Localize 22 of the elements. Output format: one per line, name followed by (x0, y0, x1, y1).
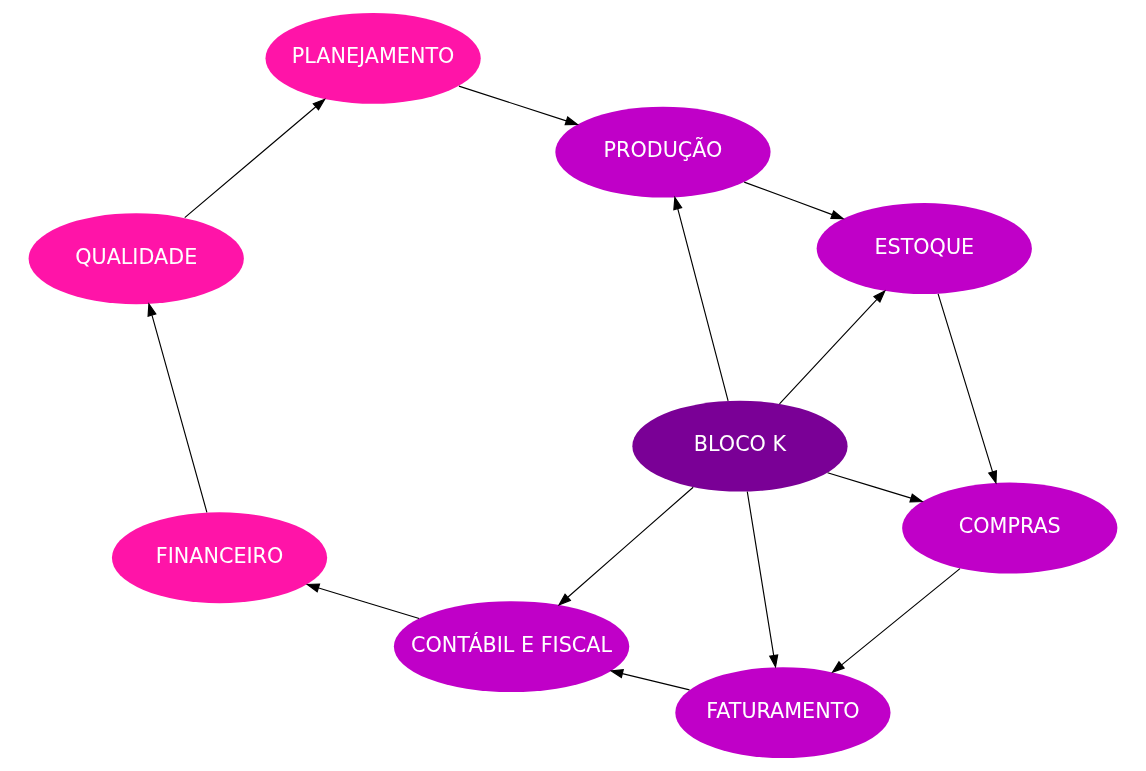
arrow (458, 85, 580, 126)
arrow (305, 583, 420, 620)
arrow (673, 195, 729, 402)
arrow (557, 486, 694, 607)
arrow (147, 302, 208, 513)
arrow (746, 491, 779, 669)
node-ellipse: BLOCO K (632, 400, 848, 492)
arrow (743, 181, 845, 220)
node-ellipse: QUALIDADE (28, 213, 244, 305)
node-ellipse: CONTÁBIL E FISCAL (393, 601, 630, 693)
node-ellipse: FATURAMENTO (675, 667, 891, 759)
node-ellipse: PLANEJAMENTO (265, 12, 481, 104)
node-ellipse: FINANCEIRO (111, 512, 328, 604)
node-ellipse: PRODUÇÃO (555, 106, 771, 198)
arrow (609, 669, 691, 691)
arrow (184, 98, 326, 219)
arrow (831, 568, 961, 674)
arrow (937, 293, 998, 485)
node-ellipse: ESTOQUE (816, 203, 1032, 295)
arrow (827, 472, 924, 503)
arrow (778, 289, 886, 405)
node-ellipse: COMPRAS (902, 482, 1118, 574)
